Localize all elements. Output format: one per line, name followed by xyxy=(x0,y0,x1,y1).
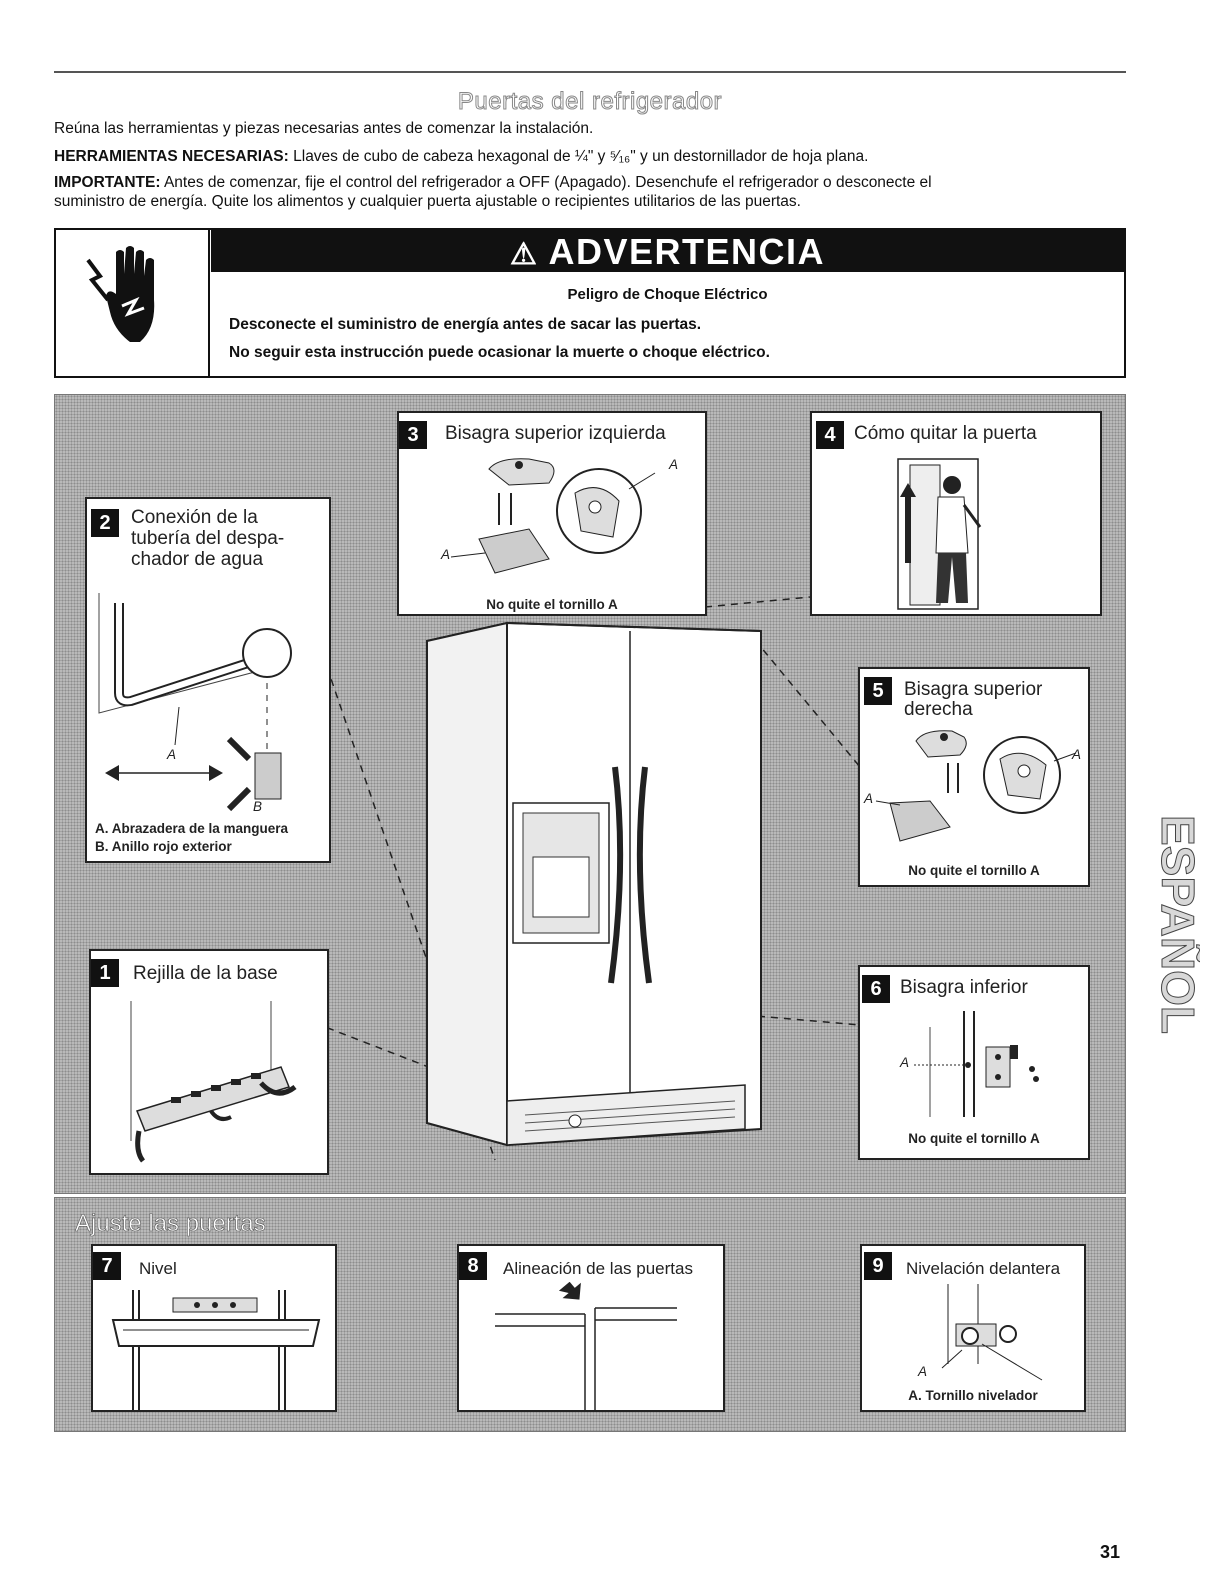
adjust-doors-title: Ajuste las puertas xyxy=(75,1210,266,1238)
step-2-label-b: B xyxy=(253,799,262,814)
top-rule xyxy=(54,71,1126,73)
important-text-1: Antes de comenzar, fije el control del r… xyxy=(164,174,932,191)
step-2-water-line-box: 2 Conexión de la tubería del despa- chad… xyxy=(85,497,331,863)
step-9-front-leveling-box: 9 Nivelación delantera A A. Tornillo niv… xyxy=(860,1244,1086,1412)
page-number: 31 xyxy=(1100,1542,1120,1563)
important-label: IMPORTANTE: xyxy=(54,174,160,191)
warning-line-1: Desconecte el suministro de energía ante… xyxy=(229,316,701,334)
step-2-title-1: Conexión de la xyxy=(131,507,258,528)
step-8-number: 8 xyxy=(459,1252,487,1280)
step-3-left-hinge-box: 3 Bisagra superior izquierda A A No quit… xyxy=(397,411,707,616)
step-4-title: Cómo quitar la puerta xyxy=(854,423,1037,444)
tools-paragraph: HERRAMIENTAS NECESARIAS: Llaves de cubo … xyxy=(54,148,1124,166)
important-paragraph: IMPORTANTE: Antes de comenzar, fije el c… xyxy=(54,174,1124,192)
step-6-label-a: A xyxy=(900,1055,909,1070)
step-9-title: Nivelación delantera xyxy=(906,1258,1060,1279)
step-2-label-a: A xyxy=(167,747,176,762)
step-3-number: 3 xyxy=(399,421,427,449)
right-hinge-illustration xyxy=(860,723,1088,863)
language-side-tab: ESPAÑOL xyxy=(1150,815,1200,1055)
warning-box: ⚠ ADVERTENCIA Peligro de Choque Eléctric… xyxy=(54,228,1126,378)
electric-shock-hand-icon xyxy=(56,230,210,376)
step-5-number: 5 xyxy=(864,677,892,705)
step-4-number: 4 xyxy=(816,421,844,449)
step-5-right-hinge-box: 5 Bisagra superior derecha A A No quite … xyxy=(858,667,1090,887)
warning-heading: ⚠ ADVERTENCIA xyxy=(211,230,1124,272)
step-7-number: 7 xyxy=(93,1252,121,1280)
warning-subheading: Peligro de Choque Eléctrico xyxy=(211,286,1124,303)
step-2-title-2: tubería del despa- xyxy=(131,528,284,549)
side-tab-label: ESPAÑOL xyxy=(1152,815,1200,1034)
step-5-label-a1: A xyxy=(1072,747,1081,762)
step-6-bottom-hinge-box: 6 Bisagra inferior A No quite el tornill… xyxy=(858,965,1090,1160)
water-line-illustration xyxy=(89,573,329,813)
step-6-caption: No quite el tornillo A xyxy=(860,1131,1088,1146)
step-7-title: Nivel xyxy=(139,1258,177,1279)
step-9-number: 9 xyxy=(864,1252,892,1280)
step-5-label-a2: A xyxy=(864,791,873,806)
step-7-level-box: 7 Nivel xyxy=(91,1244,337,1412)
left-hinge-illustration xyxy=(399,449,705,599)
step-3-title: Bisagra superior izquierda xyxy=(445,423,666,444)
door-alignment-illustration xyxy=(459,1282,723,1412)
warning-line-2: No seguir esta instrucción puede ocasion… xyxy=(229,344,770,362)
step-3-label-a2: A xyxy=(441,547,450,562)
step-8-door-alignment-box: 8 Alineación de las puertas xyxy=(457,1244,725,1412)
step-6-title: Bisagra inferior xyxy=(900,977,1028,998)
step-9-label-a: A xyxy=(918,1364,927,1379)
tools-label: HERRAMIENTAS NECESARIAS: xyxy=(54,148,289,165)
step-1-base-grille-box: 1 Rejilla de la base xyxy=(89,949,329,1175)
step-2-title-3: chador de agua xyxy=(131,549,263,570)
intro-text: Reúna las herramientas y piezas necesari… xyxy=(54,120,1124,138)
level-illustration xyxy=(93,1290,335,1410)
remove-door-illustration xyxy=(812,453,1100,613)
important-text-2: suministro de energía. Quite los aliment… xyxy=(54,193,1124,211)
step-2-number: 2 xyxy=(91,509,119,537)
step-1-number: 1 xyxy=(91,959,119,987)
step-9-caption: A. Tornillo nivelador xyxy=(862,1388,1084,1403)
step-3-label-a1: A xyxy=(669,457,678,472)
warning-icon-cell xyxy=(56,230,210,376)
front-leveling-illustration xyxy=(862,1284,1084,1384)
door-removal-diagram: 2 Conexión de la tubería del despa- chad… xyxy=(54,394,1126,1194)
step-1-title: Rejilla de la base xyxy=(133,963,278,984)
step-8-title: Alineación de las puertas xyxy=(503,1258,693,1279)
step-2-caption-1: A. Abrazadera de la manguera xyxy=(95,821,288,836)
tools-text: Llaves de cubo de cabeza hexagonal de ¼"… xyxy=(293,148,868,165)
step-3-caption: No quite el tornillo A xyxy=(399,597,705,612)
step-5-title-1: Bisagra superior xyxy=(904,679,1042,700)
step-4-remove-door-box: 4 Cómo quitar la puerta xyxy=(810,411,1102,616)
step-6-number: 6 xyxy=(862,975,890,1003)
base-grille-illustration xyxy=(91,991,327,1171)
step-5-title-2: derecha xyxy=(904,699,973,720)
adjust-doors-panel: Ajuste las puertas 7 Nivel 8 Alineación … xyxy=(54,1197,1126,1432)
page-title: Puertas del refrigerador xyxy=(0,88,1180,116)
step-5-caption: No quite el tornillo A xyxy=(860,863,1088,878)
bottom-hinge-illustration xyxy=(860,1007,1088,1127)
step-2-caption-2: B. Anillo rojo exterior xyxy=(95,839,232,854)
